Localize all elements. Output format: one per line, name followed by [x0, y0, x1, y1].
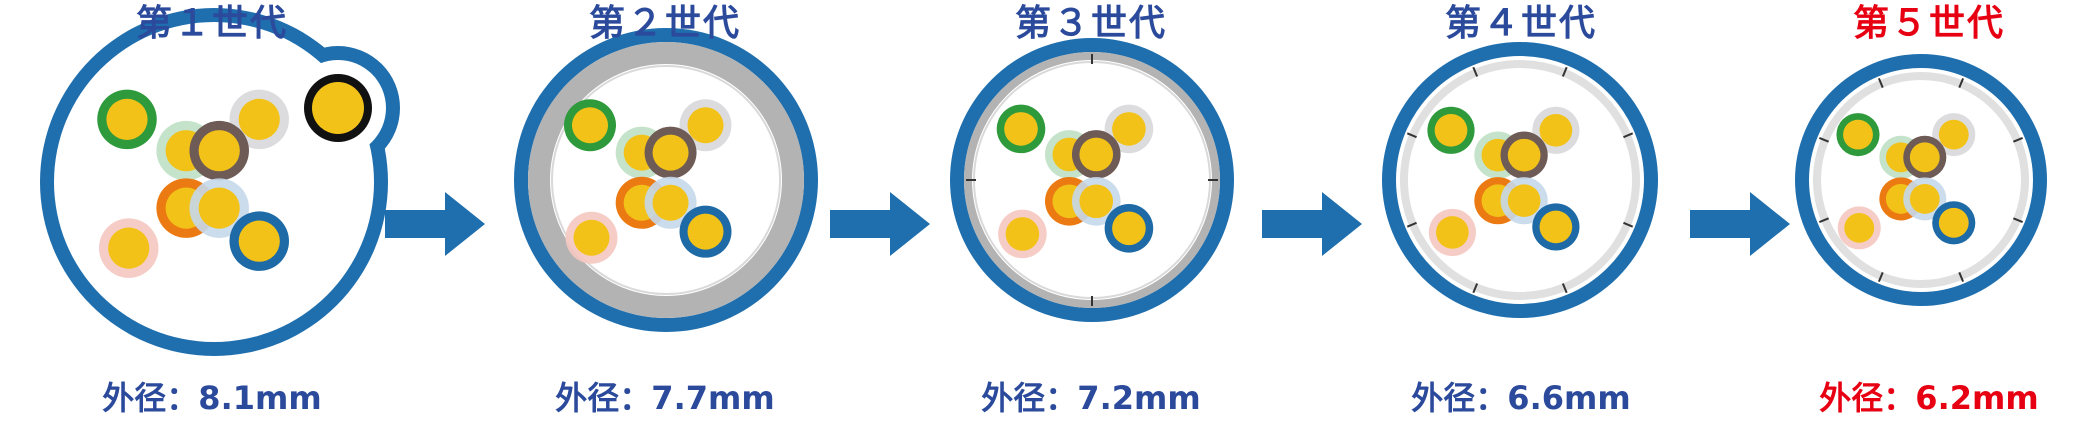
- gen4-tick: [1623, 221, 1634, 228]
- arrow-3-to-4: [1262, 192, 1362, 256]
- gen4-wire-conductor: [1507, 138, 1541, 172]
- gen2-wire-conductor: [572, 107, 608, 144]
- gen4-wire-conductor: [1507, 184, 1541, 218]
- gen3-wire-conductor: [1004, 112, 1038, 146]
- gen5-tick: [2013, 136, 2024, 143]
- gen1-wire-conductor: [238, 98, 280, 140]
- gen5-tick: [1818, 136, 1829, 143]
- gen2-wire-conductor: [687, 213, 724, 250]
- gen5-separator-ring: [1813, 72, 2029, 288]
- gen1-drain-wire-conductor: [312, 82, 364, 134]
- gen3-wire-conductor: [1079, 137, 1114, 172]
- gen4-tick: [1472, 283, 1479, 294]
- gen3-wire-conductor: [1112, 112, 1146, 146]
- gen1-wire-conductor: [198, 130, 240, 172]
- gen1-wire-conductor: [198, 187, 240, 229]
- gen2-wire-conductor: [573, 219, 610, 256]
- gen4-tick: [1561, 66, 1568, 77]
- gen4-wire-conductor: [1434, 113, 1468, 147]
- gen5-tick: [1958, 272, 1965, 283]
- gen3-wire-conductor: [1112, 211, 1146, 246]
- arrow-1-to-2: [385, 192, 485, 256]
- arrow-2-to-3: [830, 192, 930, 256]
- gen4-tick: [1561, 283, 1568, 294]
- gen4-wire-conductor: [1436, 216, 1469, 249]
- gen5-tick: [2013, 217, 2024, 224]
- gen4-diameter: 外径：6.6mm: [1411, 379, 1631, 417]
- gen5-tick: [1958, 77, 1965, 88]
- gen5-tick: [1877, 77, 1884, 88]
- gen1-cable: [40, 8, 400, 356]
- gen5-wire-conductor: [1938, 119, 1969, 150]
- gen4-title: 第４世代: [1444, 3, 1597, 44]
- gen3-diameter: 外径：7.2mm: [981, 379, 1201, 417]
- gen2-wire-conductor: [652, 134, 689, 171]
- gen1-wire-conductor: [238, 220, 280, 262]
- gen2-title: 第２世代: [588, 3, 741, 44]
- gen5-wire-conductor: [1909, 142, 1940, 173]
- gen2-wire-conductor: [687, 107, 724, 144]
- gen5-wire-conductor: [1843, 119, 1873, 150]
- gen4-separator-ring: [1400, 60, 1640, 300]
- gen2-cable: [514, 28, 818, 332]
- gen2-wire-conductor: [652, 184, 689, 221]
- gen3-wire-conductor: [1079, 184, 1114, 219]
- gen5-wire-conductor: [1844, 212, 1875, 243]
- gen4-tick: [1472, 66, 1479, 77]
- arrow-4-to-5: [1690, 192, 1790, 256]
- gen1-wire-conductor: [108, 227, 150, 269]
- gen2-diameter: 外径：7.7mm: [555, 379, 775, 417]
- gen5-wire-conductor: [1938, 207, 1969, 238]
- gen1-title: 第１世代: [135, 3, 288, 44]
- gen3-title: 第３世代: [1014, 3, 1167, 44]
- gen4-tick: [1406, 221, 1417, 228]
- gen5-diameter: 外径：6.2mm: [1819, 379, 2039, 417]
- gen1-wire-conductor: [106, 98, 148, 140]
- gen3-wire-conductor: [1005, 217, 1040, 251]
- gen3-cable: [950, 38, 1234, 322]
- gen5-title: 第５世代: [1852, 3, 2005, 44]
- gen5-cable: [1795, 54, 2047, 306]
- gen5-tick: [1818, 217, 1829, 224]
- gen2-shield-inner-line: [551, 65, 781, 295]
- gen5-wire-conductor: [1909, 183, 1940, 214]
- gen5-tick: [1877, 272, 1884, 283]
- gen4-cable: [1382, 42, 1658, 318]
- gen1-diameter: 外径：8.1mm: [102, 379, 322, 417]
- gen4-tick: [1623, 132, 1634, 139]
- gen4-wire-conductor: [1539, 210, 1573, 244]
- gen4-tick: [1406, 132, 1417, 139]
- gen2-shield: [528, 42, 804, 318]
- gen4-wire-conductor: [1539, 113, 1573, 147]
